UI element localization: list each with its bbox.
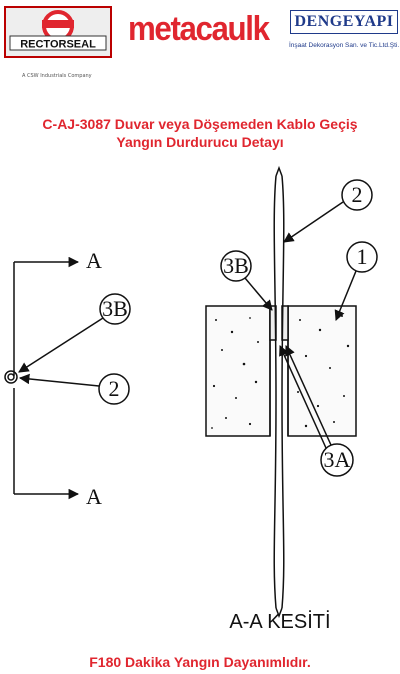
- firestop-detail-diagram: A A 3B 2: [0, 160, 400, 655]
- cable-section-top: [275, 165, 283, 177]
- callout-2-section-leader: [283, 201, 344, 243]
- callout-3a-section-bubble: [320, 443, 354, 477]
- callout-3b-plan-bubble: [99, 293, 131, 325]
- callout-2-section-label: 2: [352, 182, 363, 207]
- rectorseal-logo-text: RECTORSEAL: [20, 39, 96, 51]
- concrete-texture: [211, 315, 350, 429]
- callout-2-plan-bubble: [98, 373, 130, 405]
- callout-2-plan-leader: [18, 373, 100, 387]
- callout-3b-section-bubble: [220, 250, 252, 282]
- slab-right: [287, 305, 357, 437]
- plan-view: [4, 256, 131, 500]
- callout-3b-section-leader: [244, 277, 273, 311]
- cable-plan-outer: [4, 370, 18, 384]
- rectorseal-tagline: A CSW Industrials Company: [22, 73, 92, 79]
- callout-3b-section-label: 3B: [223, 253, 249, 278]
- callout-3a-leader-left: [279, 345, 327, 449]
- callout-2-plan-label: 2: [109, 376, 120, 401]
- callout-1-section-leader: [334, 270, 357, 321]
- callout-3b-plan-leader: [18, 317, 104, 373]
- detail-title-line1: C-AJ-3087 Duvar veya Döşemeden Kablo Geç…: [42, 116, 358, 132]
- metacaulk-logo: metacaulk: [128, 10, 270, 48]
- cable-section-left: [273, 175, 277, 609]
- callout-1-section-label: 1: [357, 244, 368, 269]
- dengeyapi-subtitle: İnşaat Dekorasyon San. ve Tic.Ltd.Şti.: [289, 42, 400, 49]
- dengeyapi-logo: DENGEYAPI: [294, 13, 394, 30]
- section-view: [205, 165, 378, 619]
- fire-rating-footer: F180 Dakika Yangın Dayanımlıdır.: [89, 654, 311, 670]
- callout-1-section-bubble: [346, 241, 378, 273]
- section-mark-top: A: [86, 248, 102, 273]
- cable-section-right: [281, 175, 285, 609]
- callout-3a-section-label: 3A: [324, 447, 351, 472]
- callout-3b-plan-label: 3B: [102, 296, 128, 321]
- callout-3a-leader-right: [285, 345, 332, 446]
- cable-plan-inner: [7, 373, 15, 381]
- rectorseal-logo: RECTORSEAL: [4, 6, 112, 58]
- section-caption: A-A KESİTİ: [229, 610, 330, 633]
- section-mark-bottom: A: [86, 484, 102, 509]
- dengeyapi-logo-frame: [290, 10, 398, 34]
- cable-section-bottom: [275, 607, 283, 619]
- callout-2-section-bubble: [341, 179, 373, 211]
- slab-left: [205, 305, 271, 437]
- detail-title-line2: Yangın Durdurucu Detayı: [116, 134, 284, 150]
